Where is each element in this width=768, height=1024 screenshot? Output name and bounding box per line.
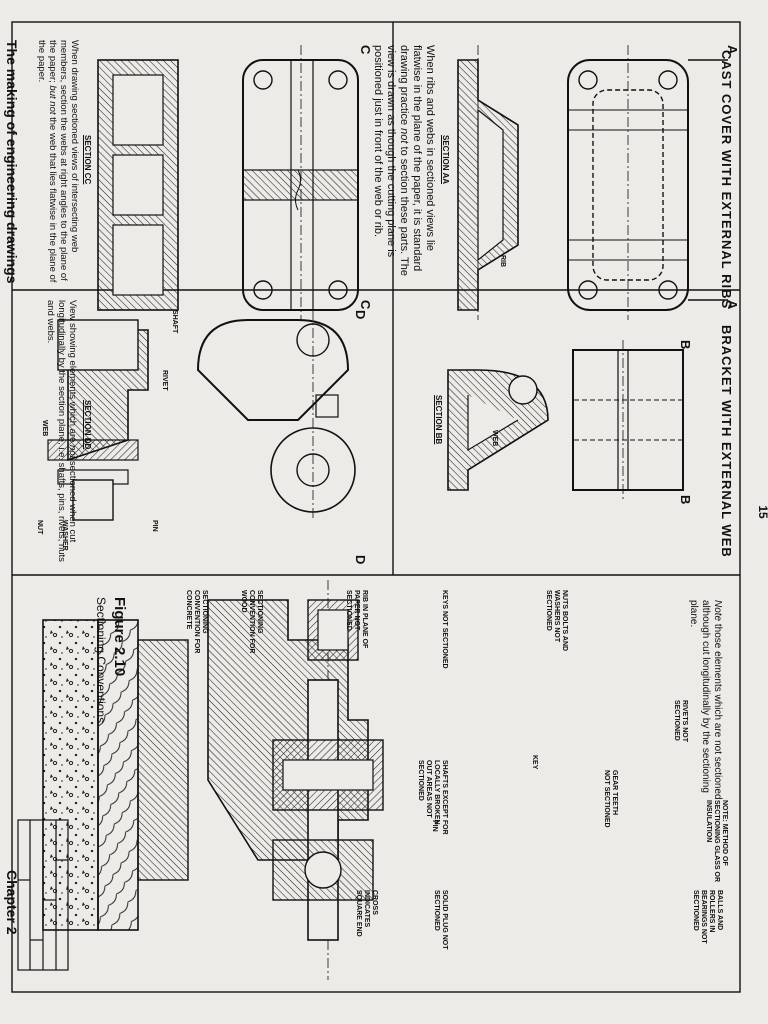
shaft-label: SHAFT <box>171 310 178 334</box>
concrete-label: SECTIONING CONVENTION FOR CONCRETE <box>185 590 208 654</box>
cast-cover-title: CAST COVER WITH EXTERNAL RIBS <box>719 50 734 310</box>
balls-label: BALLS AND ROLLERS IN BEARINGS NOT SECTIO… <box>692 890 723 944</box>
pin-conv-label: PIN <box>431 820 438 832</box>
bracket-title: BRACKET WITH EXTERNAL WEB <box>719 325 734 558</box>
section-cc-drawing <box>97 45 359 320</box>
chapter-label: Chapter 2 <box>4 870 20 935</box>
web-label: WEB <box>491 430 498 447</box>
bracket-drawing <box>447 340 684 500</box>
cross-label: CROSS INDICATES SQUARE END <box>355 890 378 937</box>
key-label: KEY <box>531 755 538 770</box>
page-number: 15 <box>756 505 768 519</box>
cut-letter-b2: B <box>678 495 693 506</box>
section-dd-drawing <box>47 310 356 521</box>
washer-label: WASHER <box>61 520 68 551</box>
nut-label: NUT <box>36 520 43 535</box>
conventions-drawing <box>17 580 384 980</box>
wood-label: SECTIONING CONVENTION FOR WOOD <box>240 590 263 654</box>
cut-letter-d1: D <box>353 310 368 321</box>
cast-cover-drawing <box>457 45 728 320</box>
gear-teeth-label: GEAR TEETH NOT SECTIONED <box>603 770 618 828</box>
running-header: The making of engineering drawings <box>4 40 20 284</box>
conventions-note: Note those elements which are not sectio… <box>688 600 723 800</box>
cut-letter-a2: A <box>725 300 740 311</box>
keys-label: KEYS NOT SECTIONED <box>441 590 448 669</box>
cut-letter-c1: C <box>358 45 373 56</box>
cut-letter-a1: A <box>725 45 740 56</box>
figure-number: Figure 2.10 <box>111 597 128 677</box>
section-dd-label: SECTION DD <box>83 400 92 450</box>
section-aa-label: SECTION AA <box>441 135 450 185</box>
rivet-label: RIVET <box>161 370 168 391</box>
rib-plane-label: RIB IN PLANE OF PAPER NOT SECTIONED <box>345 590 368 649</box>
figure-title: Sectioning Conventions <box>94 597 108 724</box>
cut-letter-c2: C <box>358 300 373 311</box>
cut-letter-d2: D <box>353 555 368 566</box>
nuts-label: NUTS BOLTS AND WASHERS NOT SECTIONED <box>545 590 568 652</box>
rib-label: RIB <box>499 255 506 268</box>
pin-label: PIN <box>151 520 158 532</box>
solid-plug-label: SOLID PLUG NOT SECTIONED <box>433 890 448 950</box>
cut-letter-b1: B <box>678 340 693 351</box>
dd-web-label: WEB <box>41 420 48 437</box>
cast-cover-text: When ribs and webs in sectioned views li… <box>372 45 436 276</box>
section-cc-label: SECTION CC <box>83 135 92 185</box>
section-cc-text: When drawing sectioned views of intersec… <box>36 40 80 283</box>
section-bb-label: SECTION BB <box>434 395 443 445</box>
rivets-label: RIVETS NOT SECTIONED <box>673 700 688 743</box>
